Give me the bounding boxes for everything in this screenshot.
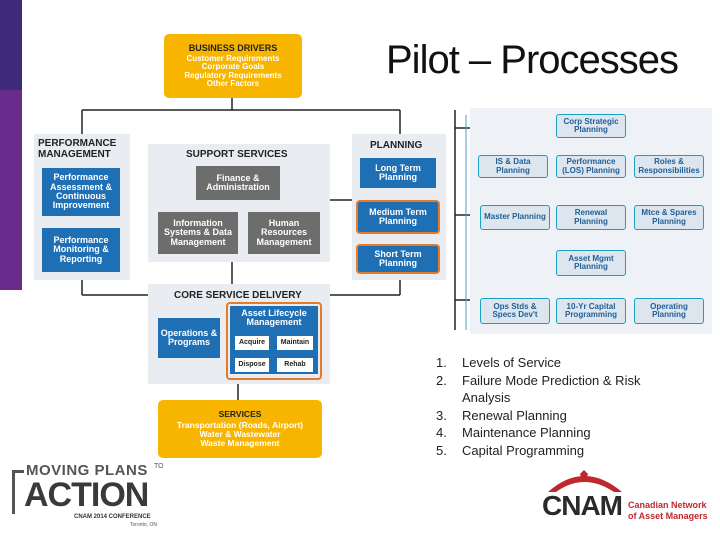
- list-text: Levels of Service: [462, 355, 561, 370]
- short-term-planning-box: Short Term Planning: [356, 244, 440, 274]
- dispose-box: Dispose: [235, 358, 269, 372]
- service-line: Water & Wastewater: [199, 429, 281, 439]
- rehab-box: Rehab: [277, 358, 313, 372]
- process-list: 1. Levels of Service 2. Failure Mode Predi…: [436, 354, 652, 459]
- list-item: 3. Renewal Planning: [436, 407, 652, 425]
- performance-heading-line2: MANAGEMENT: [38, 149, 111, 160]
- performance-heading: PERFORMANCE MANAGEMENT: [38, 138, 116, 160]
- services-box: SERVICES Transportation (Roads, Airport)…: [158, 400, 322, 458]
- list-text: Capital Programming: [462, 442, 585, 458]
- ops-stds-box: Ops Stds & Specs Dev't: [480, 298, 550, 324]
- planning-heading: PLANNING: [370, 140, 423, 151]
- service-line: Waste Management: [200, 437, 280, 448]
- is-data-planning-box: IS & Data Planning: [478, 155, 548, 178]
- list-text: Maintenance Planning: [462, 425, 591, 441]
- logo-network-line1: Canadian Network: [628, 500, 707, 510]
- asset-mgmt-planning-box: Asset Mgmt Planning: [556, 250, 626, 276]
- logo-network-text: Canadian Network of Asset Managers: [628, 500, 708, 523]
- maintain-box: Maintain: [277, 336, 313, 350]
- moving-plans-logo: MOVING PLANS TO ACTION CNAM 2014 CONFERE…: [12, 462, 172, 532]
- human-resources-box: Human Resources Management: [248, 212, 320, 254]
- services-heading: SERVICES: [218, 409, 262, 420]
- driver-line: Corporate Goals: [201, 62, 265, 72]
- operating-planning-box: Operating Planning: [634, 298, 704, 324]
- logo-conference: CNAM 2014 CONFERENCE: [74, 514, 151, 520]
- list-number: 4.: [436, 425, 447, 441]
- performance-heading-line1: PERFORMANCE: [38, 138, 117, 149]
- roles-responsibilities-box: Roles & Responsibilities: [634, 155, 704, 178]
- logo-to: TO: [154, 463, 164, 470]
- finance-box: Finance & Administration: [196, 166, 280, 200]
- service-line: Transportation (Roads, Airport): [176, 420, 304, 431]
- driver-line: Regulatory Requirements: [184, 70, 282, 80]
- mtce-spares-planning-box: Mtce & Spares Planning: [634, 205, 704, 230]
- performance-assessment-box: Performance Assessment & Continuous Impr…: [42, 168, 120, 216]
- corp-strategic-planning-box: Corp Strategic Planning: [556, 114, 626, 138]
- driver-line: Other Factors: [206, 79, 260, 89]
- information-systems-box: Information Systems & Data Management: [158, 212, 238, 254]
- logo-bracket: [12, 470, 24, 514]
- list-number: 3.: [436, 407, 447, 423]
- list-number: 5.: [436, 442, 447, 458]
- master-planning-box: Master Planning: [480, 205, 550, 230]
- acquire-box: Acquire: [235, 336, 269, 350]
- maple-leaf-icon: [548, 470, 622, 492]
- capital-programming-box: 10-Yr Capital Programming: [556, 298, 626, 324]
- list-text: Failure Mode Prediction & Risk Analysis: [462, 372, 641, 406]
- logo-action: ACTION: [24, 476, 149, 514]
- logo-city: Toronto, ON: [130, 522, 157, 528]
- cnam-logo: CNAM Canadian Network of Asset Managers: [542, 470, 718, 526]
- logo-network-line2: of Asset Managers: [628, 511, 708, 522]
- long-term-planning-box: Long Term Planning: [360, 158, 436, 188]
- renewal-planning-box: Renewal Planning: [556, 205, 626, 230]
- logo-line1: MOVING PLANS: [26, 462, 148, 479]
- list-item: 4. Maintenance Planning: [436, 424, 652, 442]
- lifecycle-outline: [226, 302, 322, 380]
- list-text: Renewal Planning: [462, 407, 567, 423]
- core-heading: CORE SERVICE DELIVERY: [174, 290, 302, 301]
- list-item: 1. Levels of Service: [436, 354, 652, 372]
- left-accent-bar-top: [0, 0, 22, 90]
- performance-los-planning-box: Performance (LOS) Planning: [556, 155, 626, 178]
- list-number: 1.: [436, 355, 447, 370]
- asset-lifecycle-label: Asset Lifecycle Management: [241, 308, 307, 328]
- list-item: 5. Capital Programming: [436, 442, 652, 460]
- business-drivers-heading: BUSINESS DRIVERS: [188, 42, 278, 53]
- driver-line: Customer Requirements: [186, 53, 280, 63]
- list-number: 2.: [436, 372, 447, 388]
- logo-cnam: CNAM: [542, 490, 623, 521]
- business-drivers-box: BUSINESS DRIVERS Customer Requirements C…: [164, 34, 302, 98]
- medium-term-planning-box: Medium Term Planning: [356, 200, 440, 234]
- performance-monitoring-box: Performance Monitoring & Reporting: [42, 228, 120, 272]
- support-heading: SUPPORT SERVICES: [186, 149, 288, 160]
- slide-title: Pilot – Processes: [386, 38, 679, 82]
- list-item: 2. Failure Mode Prediction & Risk Analysi…: [436, 372, 652, 407]
- operations-box: Operations & Programs: [158, 318, 220, 358]
